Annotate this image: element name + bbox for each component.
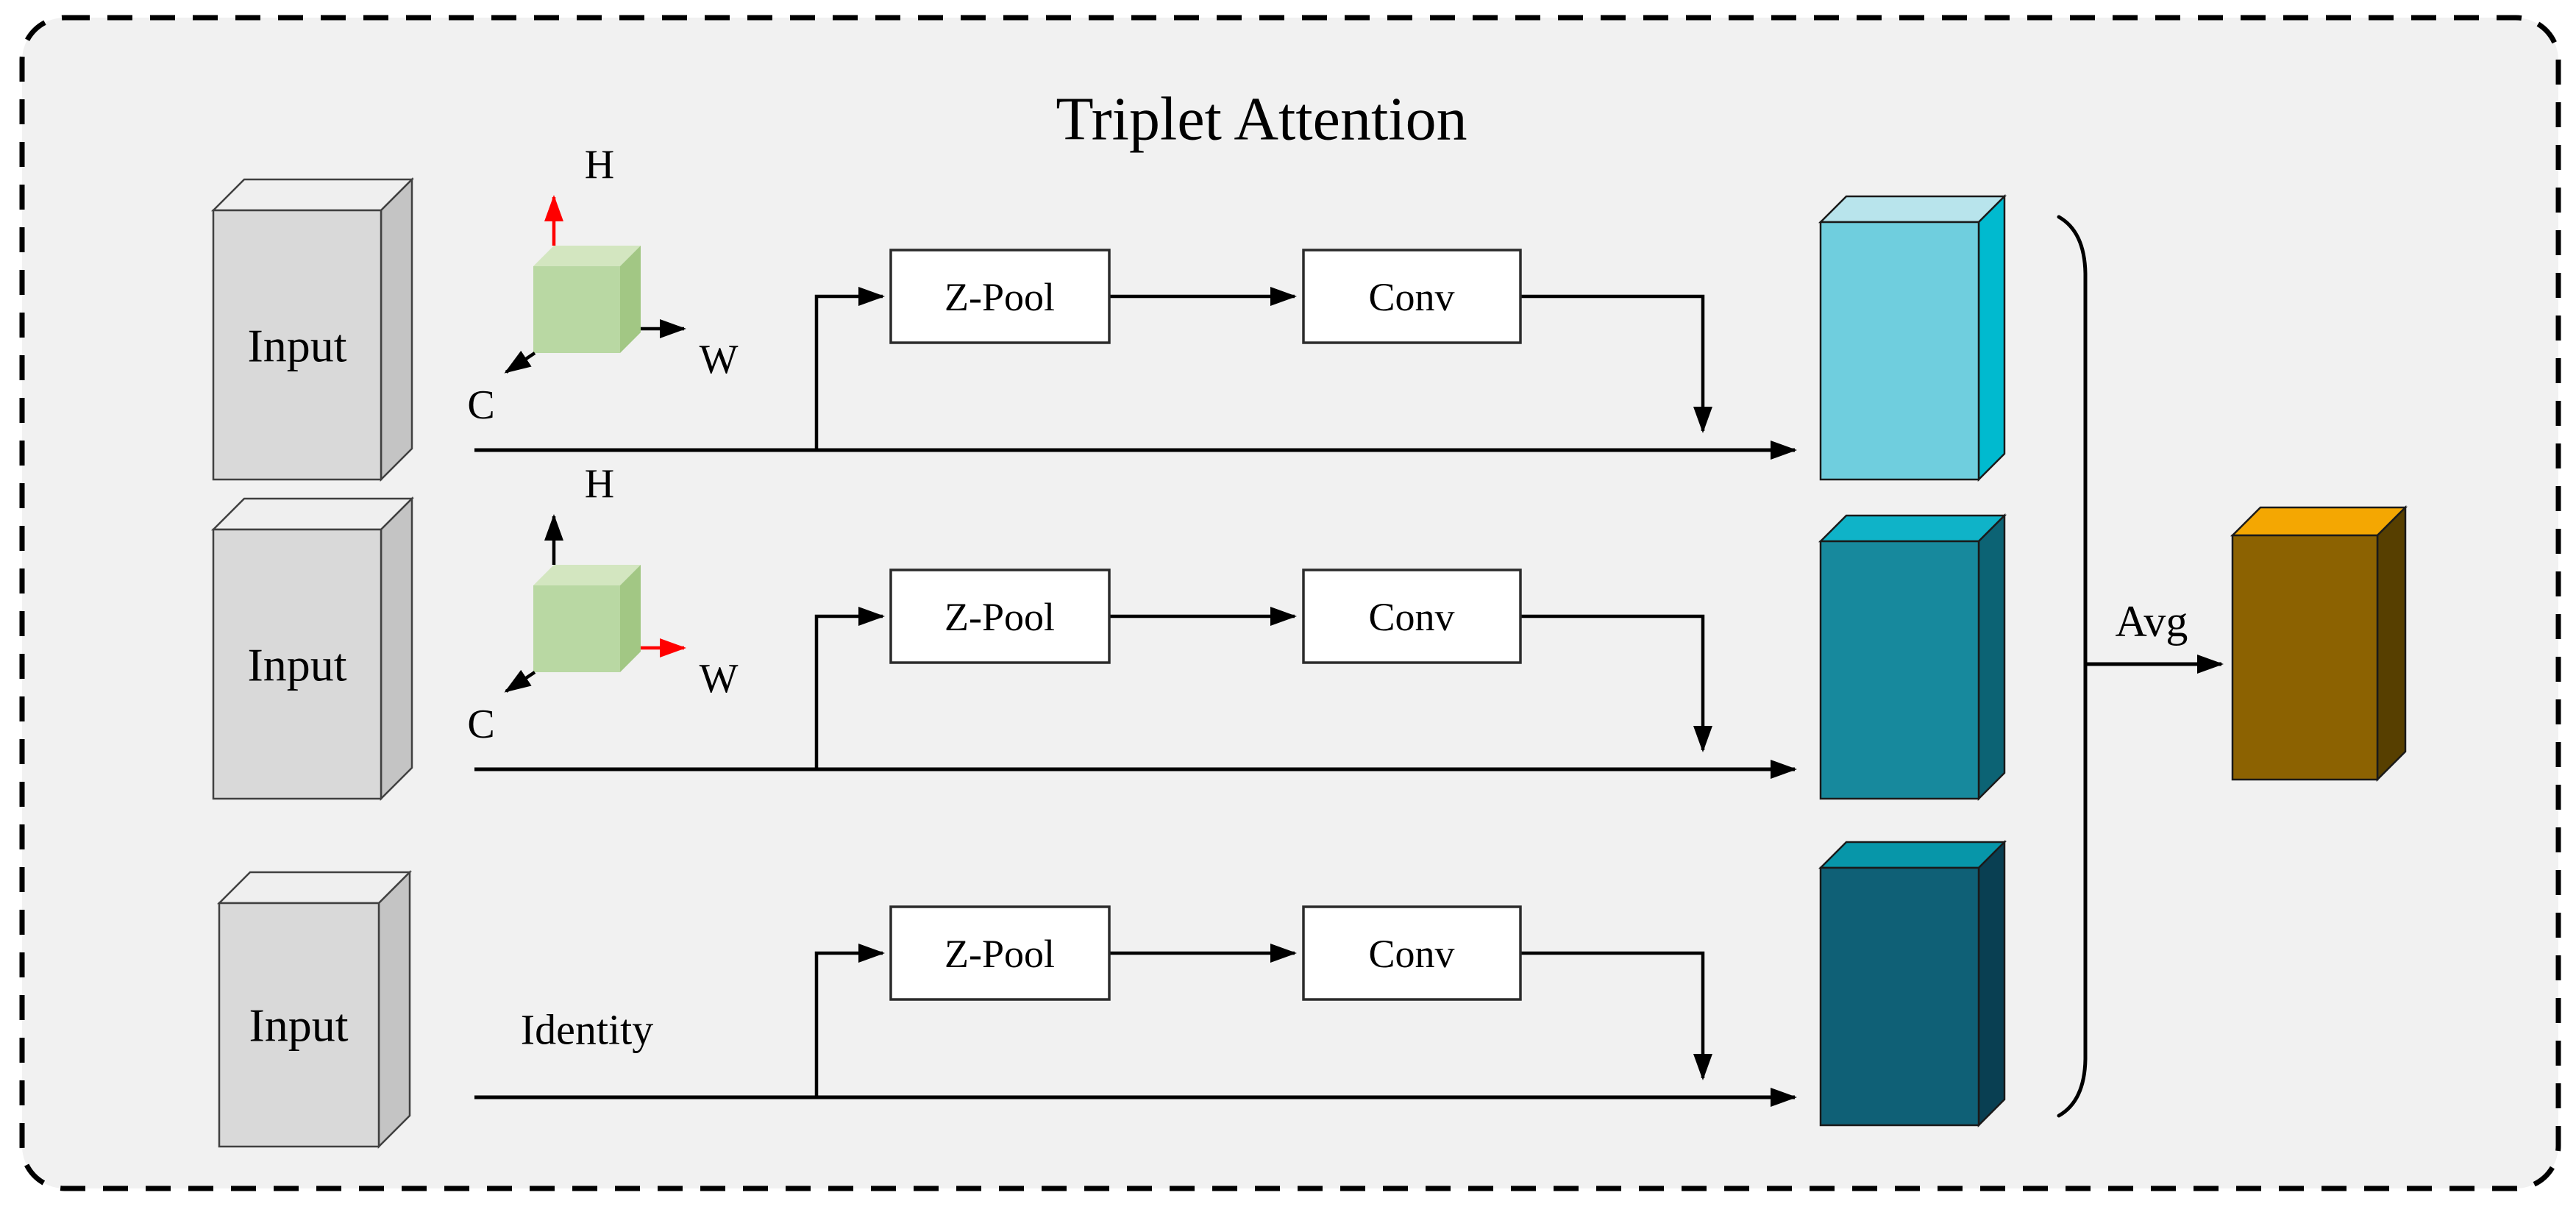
branch-up-arrow (814, 607, 885, 769)
output-side-face (2376, 505, 2407, 783)
branch-row-3: Input Identity Z-Pool Conv (216, 839, 2007, 1149)
attention-output-3 (1818, 839, 2007, 1128)
axis-w-label: W (700, 656, 739, 702)
branch-up-arrow (814, 287, 885, 450)
input-side-face (380, 496, 413, 802)
zpool-node (889, 905, 1111, 1001)
branch-row-1: Input H W C Z-Pool Conv (210, 142, 2007, 482)
axis-w-label: W (700, 337, 739, 382)
cube-top-face (533, 246, 641, 266)
zpool-label: Z-Pool (944, 275, 1055, 319)
output-front-face (1819, 540, 1980, 800)
conv-node (1302, 249, 1522, 344)
aggregation: Avg (2057, 215, 2408, 1118)
conv-node (1302, 568, 1522, 664)
rotation-cube-1: H W C (467, 142, 738, 428)
output-top-face (1818, 841, 2007, 869)
input-side-face (380, 177, 413, 482)
input-label: Input (247, 320, 346, 372)
cube-side-face (620, 565, 641, 672)
zpool-label: Z-Pool (944, 595, 1055, 639)
input-side-face (377, 869, 411, 1149)
rotation-cube-2: H W C (467, 461, 738, 747)
conv-node (1302, 905, 1522, 1001)
zpool-node (889, 249, 1111, 344)
output-top-face (1818, 514, 2007, 543)
input-front-face (218, 902, 380, 1148)
conv-down-arrow (1520, 951, 1712, 1080)
branch-row-2: Input H W C Z-Pool Conv (210, 461, 2007, 802)
output-side-face (1977, 839, 2006, 1128)
identity-label: Identity (521, 1006, 653, 1054)
final-output-tensor (2230, 505, 2408, 783)
output-side-face (1977, 513, 2006, 802)
input-tensor-1: Input (210, 177, 415, 482)
cube-side-face (620, 246, 641, 353)
axis-h-label: H (585, 461, 614, 507)
grouping-brace (2057, 215, 2088, 1118)
output-front-face (2231, 534, 2379, 781)
zpool-label: Z-Pool (944, 932, 1055, 976)
attention-output-1 (1818, 193, 2007, 482)
axis-c-arrow (504, 350, 536, 374)
input-label: Input (247, 639, 346, 691)
output-top-face (1818, 195, 2007, 224)
output-side-face (1977, 193, 2006, 482)
attention-output-2 (1818, 513, 2007, 802)
conv-label: Conv (1368, 275, 1454, 319)
conv-label: Conv (1368, 932, 1454, 976)
axis-h-label: H (585, 142, 614, 188)
output-front-face (1819, 221, 1980, 481)
conv-label: Conv (1368, 595, 1454, 639)
cube-front-face (533, 266, 620, 353)
conv-down-arrow (1520, 614, 1712, 752)
conv-down-arrow (1520, 294, 1712, 433)
cube-front-face (533, 585, 620, 672)
input-tensor-3: Input (216, 869, 413, 1149)
axis-c-label: C (467, 382, 494, 428)
avg-label: Avg (2116, 597, 2188, 646)
input-label: Input (249, 999, 348, 1052)
input-top-face (216, 871, 413, 905)
output-front-face (1819, 866, 1980, 1127)
axis-c-label: C (467, 702, 494, 747)
zpool-node (889, 568, 1111, 664)
branch-up-arrow (814, 944, 885, 1097)
input-front-face (212, 209, 383, 481)
diagram-title: Triplet Attention (1056, 85, 1467, 154)
input-top-face (210, 497, 415, 531)
input-tensor-2: Input (210, 496, 415, 802)
axis-c-arrow (504, 669, 536, 693)
cube-top-face (533, 565, 641, 585)
input-front-face (212, 528, 383, 800)
input-top-face (210, 178, 415, 212)
output-top-face (2230, 506, 2408, 537)
